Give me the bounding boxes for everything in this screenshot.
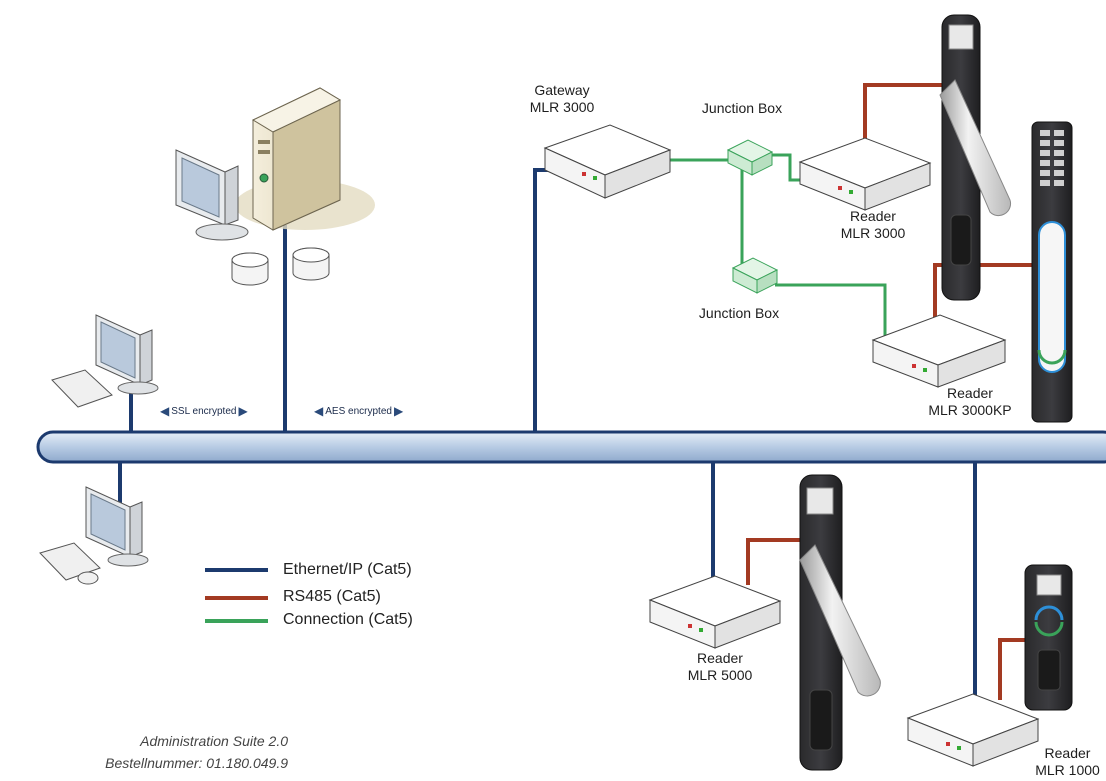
reader-1000-label-line2: MLR 1000 [1035, 762, 1100, 778]
reader-5000-label-line1: Reader [697, 650, 743, 666]
gateway-box [543, 124, 672, 199]
reader-3000-box [798, 137, 932, 211]
gateway-label-line1: Gateway [534, 82, 590, 98]
connection-junction-reader3000kp [775, 283, 887, 340]
lock-handle-mlr3000-icon [939, 14, 1012, 301]
rs485-reader3000 [863, 83, 945, 160]
aes-encrypted-text: AES encrypted [325, 405, 392, 417]
rs485-reader3000kp [933, 263, 1035, 340]
rs485-cables [746, 83, 1035, 700]
reader-1000-label-line1: Reader [1044, 745, 1091, 761]
reader-1000-label: Reader MLR 1000 [1030, 745, 1105, 779]
rs485-reader5000 [746, 538, 805, 585]
workstation-top-icon [51, 314, 159, 408]
reader-3000-label: Reader MLR 3000 [818, 208, 928, 242]
right-arrow-icon: ▶ [238, 404, 248, 418]
ethernet-backbone [36, 430, 1106, 464]
footer-caption: Administration Suite 2.0 Bestellnummer: … [20, 730, 288, 774]
database-icon [231, 247, 330, 286]
reader-3000kp-label-line2: MLR 3000KP [928, 402, 1012, 418]
reader-3000kp-label: Reader MLR 3000KP [905, 385, 1035, 419]
left-arrow-icon: ◀ [160, 404, 170, 418]
legend-swatches [205, 568, 268, 623]
left-arrow-icon: ◀ [314, 404, 324, 418]
junction-box-top-label: Junction Box [701, 100, 783, 116]
workstation-bottom-icon [39, 486, 149, 585]
reader-5000-label: Reader MLR 5000 [665, 650, 775, 684]
reader-mlr1000-icon [1024, 564, 1073, 711]
reader-5000-label-line2: MLR 5000 [687, 667, 753, 683]
connection-cables [670, 153, 887, 340]
connection-junction-reader3000 [770, 153, 808, 182]
reader-3000-label-line1: Reader [850, 208, 896, 224]
rs485-reader1000 [998, 638, 1025, 700]
aes-encrypted-label: ◀ AES encrypted ▶ [314, 404, 403, 418]
reader-3000kp-box [871, 314, 1007, 388]
reader-3000-label-line2: MLR 3000 [840, 225, 906, 241]
right-arrow-icon: ▶ [393, 404, 404, 418]
legend-label-rs485: RS485 (Cat5) [283, 588, 381, 605]
ssl-encrypted-text: SSL encrypted [171, 405, 237, 417]
lock-handle-mlr5000-icon [799, 474, 881, 771]
ssl-encrypted-label: ◀ SSL encrypted ▶ [160, 404, 248, 418]
legend-label-ethernet: Ethernet/IP (Cat5) [283, 561, 412, 578]
lock-keypad-mlr3000kp-icon [1031, 121, 1073, 423]
junction-box-bottom-label: Junction Box [698, 305, 780, 321]
footer-line1: Administration Suite 2.0 [140, 733, 288, 749]
monitor-icon [175, 149, 249, 241]
server-icon [235, 87, 375, 231]
junction-box-bottom [731, 257, 779, 294]
reader-3000kp-label-line1: Reader [947, 385, 993, 401]
footer-line2: Bestellnummer: 01.180.049.9 [105, 755, 288, 771]
junction-box-top [726, 139, 774, 176]
gateway-label: Gateway MLR 3000 [507, 82, 617, 116]
legend-label-connection: Connection (Cat5) [283, 611, 413, 628]
gateway-label-line2: MLR 3000 [529, 99, 595, 115]
reader-1000-box [906, 693, 1040, 767]
reader-5000-box [648, 575, 782, 649]
ethernet-gateway [533, 168, 552, 434]
